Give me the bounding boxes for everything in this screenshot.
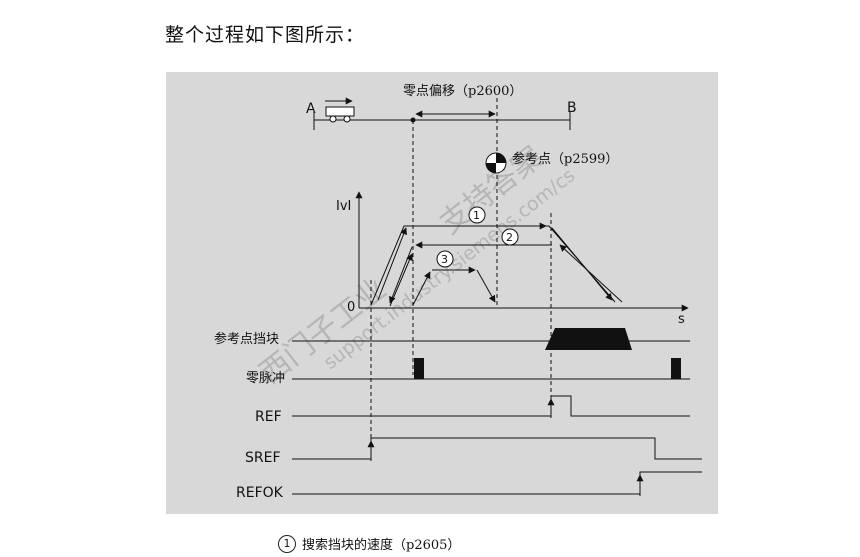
profile-2 bbox=[389, 241, 623, 307]
point-b-label: B bbox=[567, 100, 577, 116]
diagram-panel bbox=[166, 72, 718, 514]
zero-pulse-label: 零脉冲 bbox=[246, 371, 285, 386]
profile-3 bbox=[412, 266, 496, 306]
sref-label: SREF bbox=[245, 450, 281, 466]
refok-label: REFOK bbox=[236, 485, 284, 501]
marker-3: 3 bbox=[436, 250, 454, 268]
zero-offset-label: 零点偏移（p2600） bbox=[403, 84, 522, 99]
watermark: 西门子工业 支持答案 support.industry.siemens.com/… bbox=[253, 140, 579, 391]
cart-icon bbox=[325, 97, 355, 123]
position-axis-label: s bbox=[678, 312, 685, 327]
reference-point-icon bbox=[485, 152, 507, 174]
footnote: 1 搜索挡块的速度（p2605） bbox=[278, 534, 460, 553]
zero-pulse-2 bbox=[671, 358, 681, 379]
footnote-text: 搜索挡块的速度（p2605） bbox=[302, 538, 461, 553]
travel-line: A B bbox=[306, 97, 577, 130]
ref-cam-block bbox=[545, 328, 632, 350]
footnote-marker: 1 bbox=[278, 534, 296, 553]
svg-text:1: 1 bbox=[473, 209, 480, 222]
zero-label: 0 bbox=[347, 300, 355, 315]
marker-1: 1 bbox=[468, 206, 486, 224]
point-a-label: A bbox=[306, 101, 316, 117]
svg-text:2: 2 bbox=[506, 231, 513, 244]
reference-point-label: 参考点（p2599） bbox=[512, 151, 618, 167]
profile-1 bbox=[370, 222, 616, 306]
velocity-axis-label: IvI bbox=[336, 199, 351, 214]
page-heading: 整个过程如下图所示： bbox=[165, 24, 366, 46]
svg-text:3: 3 bbox=[441, 253, 448, 266]
ref-label: REF bbox=[255, 409, 282, 425]
zero-pulse-1 bbox=[414, 358, 424, 379]
ref-cam-label: 参考点挡块 bbox=[214, 331, 279, 347]
marker-2: 2 bbox=[501, 228, 519, 246]
